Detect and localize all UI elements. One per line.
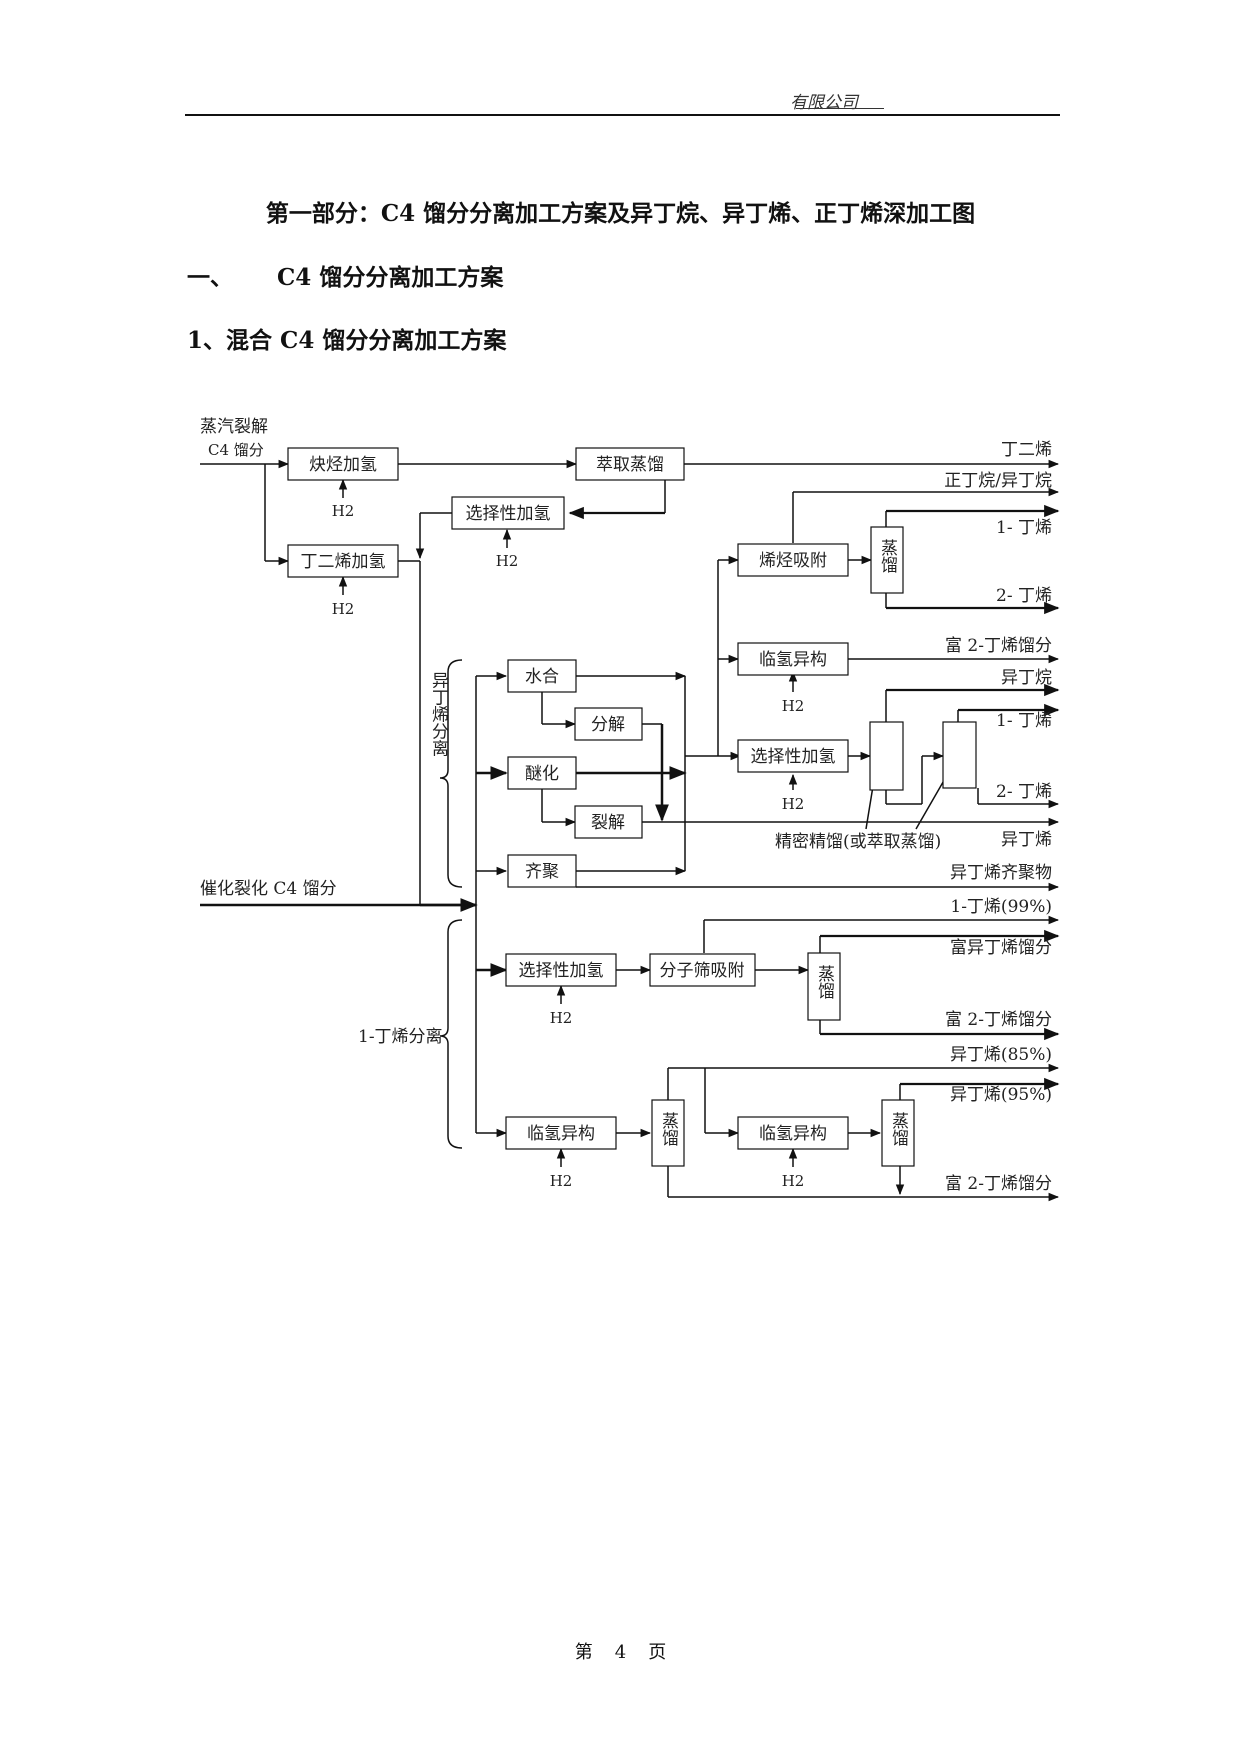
output-rich-isobutene: 富异丁烯馏分 [950,938,1052,958]
subsection-heading: 1、混合 C4 馏分分离加工方案 [187,327,507,354]
h2-label: H2 [332,600,355,618]
h2-label: H2 [782,697,805,715]
output-n-iso-butane: 正丁烷/异丁烷 [944,471,1052,491]
output-butene2-b: 2- 丁烯 [996,782,1052,802]
label-distill-4: 蒸馏 [888,1112,909,1146]
group-isobutene-separation: 异丁烯分离 [428,672,449,758]
h2-label: H2 [550,1172,573,1190]
h2-label: H2 [782,1172,805,1190]
label-hydration: 水合 [525,667,559,687]
box-selective-hydrogenation-top [451,496,565,530]
h2-label: H2 [782,795,805,813]
output-butene1-b: 1- 丁烯 [996,711,1052,731]
output-isobutene-95: 异丁烯(95%) [950,1085,1052,1105]
output-isobutene-oligomer: 异丁烯齐聚物 [950,863,1052,883]
section-number: 一、 [187,264,233,291]
box-oligomerization [507,854,577,888]
box-precision-column-2 [942,721,977,789]
box-distill-2 [807,952,841,1021]
output-butene1-99: 1-丁烯(99%) [950,897,1052,917]
box-etherification [507,756,577,790]
box-molecular-sieve [649,953,756,987]
page-title: 第一部分：C4 馏分分离加工方案及异丁烷、异丁烯、正丁烯深加工图 [265,200,976,227]
label-butadiene-hydrogenation: 丁二烯加氢 [301,552,386,572]
label-hydroisomerization-3: 临氢异构 [759,1124,827,1144]
header-company: 有限公司 [790,93,858,112]
footer-suffix: 页 [648,1642,667,1663]
box-butadiene-hydrogenation [287,544,399,578]
box-hydroisomerization-3 [737,1116,849,1150]
output-butadiene: 丁二烯 [1001,440,1052,460]
output-rich-butene2-b: 富 2-丁烯馏分 [945,1010,1052,1030]
output-isobutene-85: 异丁烯(85%) [950,1045,1052,1065]
box-selective-hydrogenation-mid [737,739,849,773]
label-distill-1: 蒸馏 [877,539,898,573]
box-olefin-adsorption [737,543,849,577]
box-distill-1 [870,526,904,594]
output-isobutane: 异丁烷 [1001,668,1052,688]
box-precision-column-1 [869,721,904,791]
label-hydroisomerization-2: 临氢异构 [527,1124,595,1144]
label-decomposition: 分解 [591,715,625,735]
box-hydroisomerization-2 [505,1116,617,1150]
box-alkyne-hydrogenation [287,447,399,481]
header-rule [185,114,1060,116]
box-cracking [574,805,643,839]
box-hydroisomerization-1 [737,642,849,676]
box-hydration [507,659,577,693]
page-number: 4 [614,1642,627,1663]
input-steam-cracking: 蒸汽裂解 [200,417,268,437]
output-rich-butene2-a: 富 2-丁烯馏分 [945,636,1052,656]
label-cracking: 裂解 [591,813,625,833]
output-butene2-a: 2- 丁烯 [996,586,1052,606]
footer-prefix: 第 [574,1642,593,1663]
label-distill-3: 蒸馏 [658,1112,679,1146]
section-text: C4 馏分分离加工方案 [277,264,504,291]
output-butene1-a: 1- 丁烯 [996,518,1052,538]
label-extractive-distillation: 萃取蒸馏 [596,455,664,475]
label-distill-2: 蒸馏 [814,965,835,999]
label-hydroisomerization-1: 临氢异构 [759,650,827,670]
label-selective-hydrogenation-low: 选择性加氢 [519,961,604,981]
box-distill-3 [651,1099,685,1167]
h2-label: H2 [550,1009,573,1027]
label-selective-hydrogenation-top: 选择性加氢 [466,504,551,524]
section-heading: 一、 C4 馏分分离加工方案 [187,258,503,292]
label-oligomerization: 齐聚 [525,862,559,882]
output-isobutene-a: 异丁烯 [1001,830,1052,850]
label-alkyne-hydrogenation: 炔烃加氢 [309,455,377,475]
group-butene1-separation: 1-丁烯分离 [358,1027,443,1047]
output-rich-butene2-c: 富 2-丁烯馏分 [945,1174,1052,1194]
box-extractive-distillation [575,447,685,481]
label-molecular-sieve: 分子筛吸附 [660,961,745,981]
label-selective-hydrogenation-mid: 选择性加氢 [751,747,836,767]
input-steam-cracking-c4: C4 馏分 [208,441,264,459]
h2-label: H2 [496,552,519,570]
label-olefin-adsorption: 烯烃吸附 [759,551,827,571]
input-catalytic-cracking: 催化裂化 C4 馏分 [200,879,337,899]
box-decomposition [574,707,643,741]
group-precision-distillation: 精密精馏(或萃取蒸馏) [775,832,941,852]
h2-label: H2 [332,502,355,520]
header-blank-line [796,108,884,109]
box-distill-4 [881,1099,915,1167]
label-etherification: 醚化 [525,764,559,784]
box-selective-hydrogenation-low [505,953,617,987]
